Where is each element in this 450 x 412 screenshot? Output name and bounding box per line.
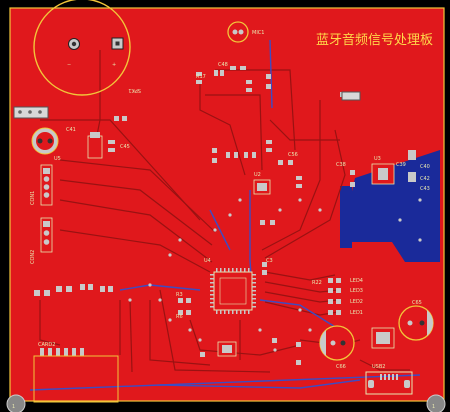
regulator-pad xyxy=(376,332,390,344)
mic-pad-2[interactable] xyxy=(238,29,244,35)
pin-a xyxy=(18,110,22,114)
pin-b xyxy=(28,110,32,114)
speaker-outline xyxy=(33,0,131,96)
usb-pins xyxy=(368,374,410,388)
c38-label: C38 xyxy=(336,162,346,168)
led1-label: LED1 xyxy=(350,310,363,316)
mount-hole-right[interactable] xyxy=(426,394,446,412)
spk1-label: SPK1 xyxy=(128,87,141,93)
led-array xyxy=(328,278,341,315)
mount-hole-left[interactable] xyxy=(6,394,26,412)
con2-pin xyxy=(43,221,50,227)
card-outline xyxy=(33,355,119,403)
con1-pin xyxy=(43,184,50,190)
cap-left-pad[interactable] xyxy=(37,138,43,144)
r17-label: R17 xyxy=(196,74,206,80)
cap-c65-band xyxy=(427,310,434,336)
u4-pins xyxy=(210,268,256,314)
u5-tab xyxy=(90,132,100,138)
cap-c65-pad[interactable] xyxy=(407,320,413,326)
vias xyxy=(128,198,422,352)
corner-right-label: 1 xyxy=(432,404,435,410)
c42-part[interactable] xyxy=(408,172,416,182)
mic-outline xyxy=(227,21,249,43)
upper-passives xyxy=(114,66,355,365)
r22-label: R22 xyxy=(312,280,322,286)
con1-pin xyxy=(43,176,50,182)
usb-connector[interactable] xyxy=(365,371,413,395)
u5-label: U5 xyxy=(54,156,61,162)
led2-label: LED2 xyxy=(350,299,363,305)
test-pad[interactable] xyxy=(341,91,361,101)
speaker-plus-sign: + xyxy=(112,62,116,68)
c45-label: C45 xyxy=(120,144,130,150)
con1-pin xyxy=(43,168,50,174)
cap-c66-pad[interactable] xyxy=(330,340,336,346)
cap-left-pad2[interactable] xyxy=(47,138,53,144)
c48-label: C48 xyxy=(218,62,228,68)
card-connector[interactable] xyxy=(34,284,113,356)
speaker-hole-plus xyxy=(115,41,120,46)
crystal-pad xyxy=(222,345,232,353)
con2-pin xyxy=(43,230,50,236)
c43-label: C43 xyxy=(420,186,430,192)
usb-label: USB2 xyxy=(372,364,385,370)
con2-pin xyxy=(43,239,50,245)
u5-package[interactable] xyxy=(87,135,103,159)
c41-label: C41 xyxy=(66,127,76,133)
u4-label: U4 xyxy=(204,258,211,264)
bottom-copper-strip xyxy=(340,186,352,248)
c40-label: C40 xyxy=(420,164,430,170)
led3-label: LED3 xyxy=(350,288,363,294)
u2-pad xyxy=(257,183,267,191)
c40-part[interactable] xyxy=(408,150,416,160)
u3-label: U3 xyxy=(374,156,381,162)
c42-label: C42 xyxy=(420,176,430,182)
mic-pad-1[interactable] xyxy=(232,29,238,35)
cap-c66-pad2[interactable] xyxy=(340,340,346,346)
speaker-hole-minus xyxy=(71,41,77,47)
board-title: 蓝牙音频信号处理板 xyxy=(316,32,433,48)
r3-label: R3 xyxy=(176,292,183,298)
speaker-minus-sign: − xyxy=(67,62,71,68)
pin-c xyxy=(38,110,42,114)
c56-label: C56 xyxy=(288,152,298,158)
c65-label: C65 xyxy=(412,300,422,306)
u4-body xyxy=(219,277,247,305)
cap-c65-pad2[interactable] xyxy=(419,320,425,326)
cap-left-inner xyxy=(36,132,54,150)
u2-label: U2 xyxy=(254,172,261,178)
cap-c66-band xyxy=(319,330,326,356)
smd-pad xyxy=(108,148,115,152)
c39-label: C39 xyxy=(396,162,406,168)
con2-label: CON2 xyxy=(30,250,36,264)
smd-pad xyxy=(108,140,115,144)
corner-left-label: 1 xyxy=(12,404,15,410)
r6-label: R6 xyxy=(176,314,183,320)
c66-label: C66 xyxy=(336,364,346,370)
mic1-label: MIC1 xyxy=(252,30,264,36)
con1-label: CON1 xyxy=(30,191,36,205)
led4-label: LED4 xyxy=(350,278,363,284)
u3-pad xyxy=(378,168,388,180)
card-label: CARD2 xyxy=(38,342,55,348)
con1-pin xyxy=(43,192,50,198)
c3-label: C3 xyxy=(266,258,273,264)
